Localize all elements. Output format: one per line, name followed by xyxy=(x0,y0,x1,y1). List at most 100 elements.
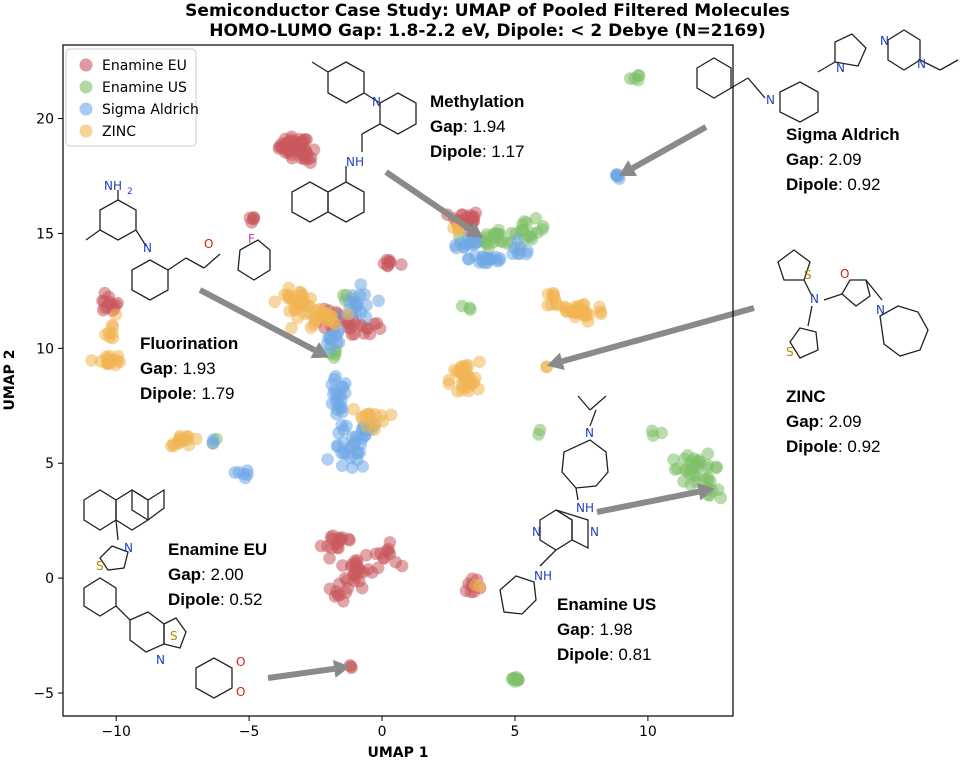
data-point-enamine-us xyxy=(677,475,690,488)
data-point-zinc xyxy=(109,308,123,321)
legend-marker xyxy=(79,58,93,72)
plot-frame xyxy=(62,44,734,717)
annotation-arrow-head xyxy=(464,221,484,239)
annotation-arrow-head xyxy=(333,659,351,678)
dipole-value: 0.52 xyxy=(229,590,263,609)
molecule-methylation xyxy=(291,61,417,223)
data-point-zinc xyxy=(296,289,310,302)
data-point-zinc xyxy=(268,295,282,309)
gap-value: 1.94 xyxy=(472,117,506,136)
gap-value: 1.93 xyxy=(182,359,216,378)
enamine-us-nh2: NH xyxy=(534,569,552,583)
annotation-enamine-us: Enamine US Gap: 1.98 Dipole: 0.81 xyxy=(557,592,656,667)
data-point-enamine-eu xyxy=(348,327,361,341)
data-point-sigma-aldrich xyxy=(492,254,506,267)
molecule-zinc xyxy=(777,249,929,359)
scatter-points xyxy=(85,69,728,688)
y-tick-label: −5 xyxy=(33,686,54,702)
annotation-arrow-head xyxy=(546,352,565,370)
dipole-key: Dipole xyxy=(786,437,838,456)
data-point-sigma-aldrich xyxy=(464,236,477,249)
annotation-label: Enamine US xyxy=(557,595,657,614)
enamine-eu-s1: S xyxy=(96,559,104,573)
gap-value: 2.00 xyxy=(210,565,244,584)
legend-label: Enamine EU xyxy=(102,58,187,74)
y-tick-label: 0 xyxy=(45,571,54,587)
data-point-sigma-aldrich xyxy=(353,288,367,302)
annotation-label: Enamine EU xyxy=(168,540,268,559)
dipole-key: Dipole xyxy=(168,590,220,609)
data-point-sigma-aldrich xyxy=(335,446,348,460)
annotation-enamine-eu: Enamine EU Gap: 2.00 Dipole: 0.52 xyxy=(168,537,267,612)
data-point-enamine-us xyxy=(668,463,682,476)
data-point-sigma-aldrich xyxy=(331,387,344,400)
y-axis-label: UMAP 2 xyxy=(2,349,18,410)
y-tick-label: 15 xyxy=(36,226,54,242)
data-point-sigma-aldrich xyxy=(323,342,337,355)
fluorination-n: N xyxy=(143,241,152,255)
x-tick-label: −5 xyxy=(239,724,260,740)
data-point-enamine-eu xyxy=(300,133,313,146)
annotation-sigma-aldrich: Sigma Aldrich Gap: 2.09 Dipole: 0.92 xyxy=(786,122,900,197)
data-point-zinc xyxy=(111,349,125,363)
legend-marker xyxy=(79,102,93,116)
data-point-enamine-us xyxy=(525,227,539,240)
annotation-arrow-head xyxy=(618,160,638,177)
annotation-arrow-shaft xyxy=(198,287,317,353)
data-point-enamine-us xyxy=(532,428,545,441)
sigma-n2: N xyxy=(836,61,845,75)
annotation-label: Methylation xyxy=(430,92,525,111)
annotation-arrow-head xyxy=(696,482,715,501)
x-tick-label: 10 xyxy=(639,724,657,740)
gap-value: 2.09 xyxy=(828,150,862,169)
data-point-zinc xyxy=(473,579,486,593)
y-tick-label: 10 xyxy=(36,341,54,357)
zinc-n1: N xyxy=(810,292,819,306)
dipole-value: 1.17 xyxy=(491,142,525,161)
data-point-sigma-aldrich xyxy=(355,432,369,446)
data-point-zinc xyxy=(304,321,318,335)
fluorination-f: F xyxy=(248,232,255,246)
annotation-label: Sigma Aldrich xyxy=(786,125,900,144)
data-point-zinc xyxy=(166,437,180,451)
data-point-sigma-aldrich xyxy=(473,256,486,269)
data-point-enamine-eu xyxy=(323,582,337,596)
data-point-sigma-aldrich xyxy=(360,299,373,312)
legend-label: ZINC xyxy=(102,124,136,140)
data-point-enamine-eu xyxy=(360,322,374,335)
data-point-enamine-eu xyxy=(292,144,306,157)
dipole-value: 0.92 xyxy=(847,175,881,194)
data-point-sigma-aldrich xyxy=(353,446,367,459)
y-tick-label: 20 xyxy=(36,112,54,128)
dipole-key: Dipole xyxy=(430,142,482,161)
molecule-enamine-us xyxy=(499,395,609,615)
data-point-enamine-us xyxy=(537,220,550,233)
data-point-sigma-aldrich xyxy=(206,436,220,450)
annotation-zinc: ZINC Gap: 2.09 Dipole: 0.92 xyxy=(786,384,881,459)
dipole-key: Dipole xyxy=(140,384,192,403)
data-point-sigma-aldrich xyxy=(610,168,623,181)
data-point-enamine-eu xyxy=(355,581,369,595)
methylation-n: N xyxy=(372,95,381,109)
data-point-zinc xyxy=(282,281,296,295)
x-tick-label: −10 xyxy=(101,724,131,740)
annotation-arrow-shaft xyxy=(596,488,700,515)
annotation-methylation: Methylation Gap: 1.94 Dipole: 1.17 xyxy=(430,89,525,164)
data-point-sigma-aldrich xyxy=(345,430,359,444)
annotation-arrow-shaft xyxy=(631,124,708,171)
data-point-zinc xyxy=(85,354,98,367)
annotation-label: ZINC xyxy=(786,387,826,406)
gap-key: Gap xyxy=(140,359,174,378)
data-point-sigma-aldrich xyxy=(354,278,368,291)
legend-marker xyxy=(79,124,93,138)
data-point-enamine-us xyxy=(478,236,492,249)
data-point-zinc xyxy=(341,307,355,321)
dipole-value: 0.92 xyxy=(847,437,881,456)
legend-label: Sigma Aldrich xyxy=(102,102,199,118)
data-point-enamine-us xyxy=(506,672,520,685)
data-point-enamine-eu xyxy=(304,151,318,165)
annotation-arrow-head xyxy=(310,342,329,359)
zinc-s2: S xyxy=(786,345,794,359)
legend-marker xyxy=(79,80,93,94)
